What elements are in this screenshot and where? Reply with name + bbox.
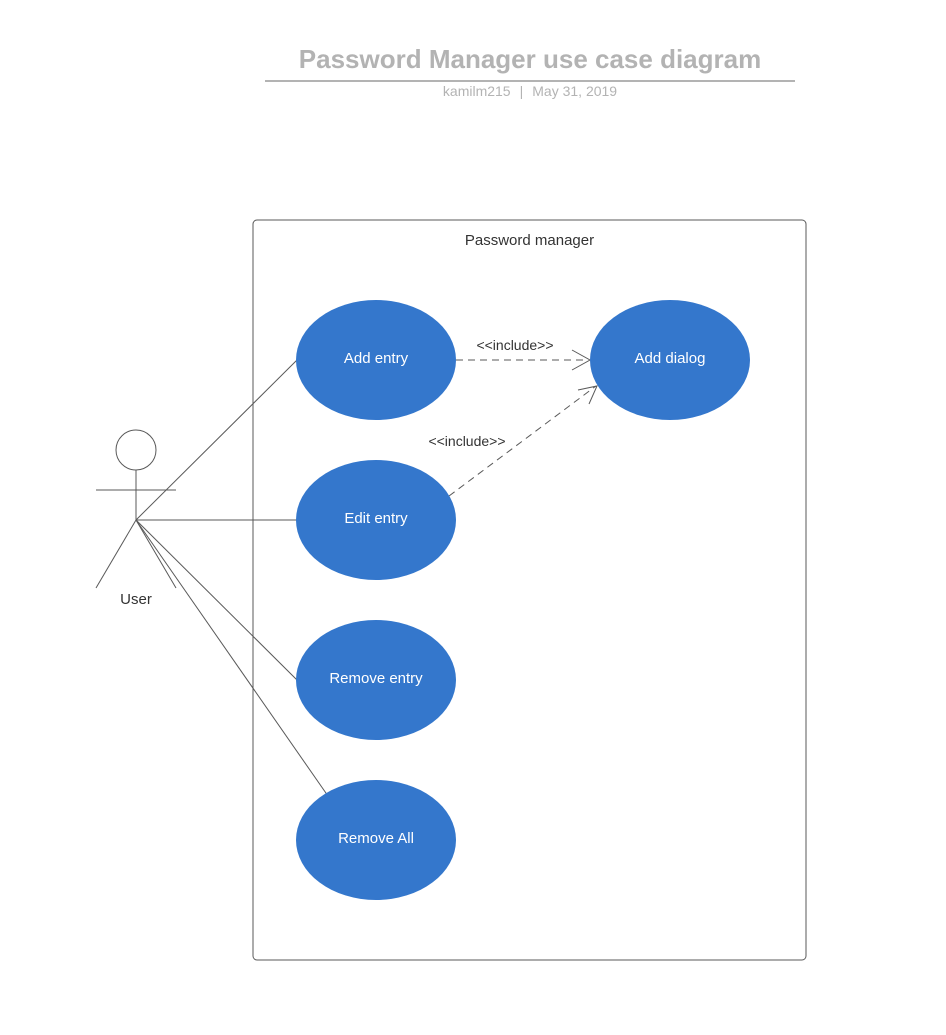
use-case-remove-all[interactable]: Remove All — [296, 780, 456, 900]
include-arrowhead-edit-entry — [577, 385, 598, 405]
diagram-meta: kamilm215 | May 31, 2019 — [265, 82, 795, 100]
include-arrow-edit-entry[interactable] — [448, 385, 597, 497]
use-case-remove-entry-label: Remove entry — [329, 670, 423, 687]
association-remove-all[interactable] — [135, 519, 329, 797]
use-case-remove-entry-shape — [296, 620, 456, 740]
use-case-add-dialog-label: Add dialog — [635, 350, 706, 367]
system-boundary-label: Password manager — [465, 232, 594, 249]
use-case-add-dialog[interactable]: Add dialog — [590, 300, 750, 420]
use-case-edit-entry-label: Edit entry — [344, 510, 408, 527]
include-label-edit-entry: <<include>> — [428, 433, 505, 449]
diagram-title: Password Manager use case diagram — [298, 44, 762, 74]
use-case-edit-entry-shape — [296, 460, 456, 580]
association-add-entry[interactable] — [135, 359, 298, 521]
use-case-remove-all-label: Remove All — [338, 830, 414, 847]
actor-left-leg — [95, 519, 137, 589]
actor-head — [115, 429, 157, 471]
use-case-add-entry-shape — [296, 300, 456, 420]
actor-right-leg — [135, 519, 177, 589]
use-case-remove-all-shape — [296, 780, 456, 900]
title-underline — [265, 80, 795, 82]
diagram-date: May 31, 2019 — [532, 83, 618, 99]
include-label-add-entry: <<include>> — [476, 337, 553, 353]
meta-separator: | — [519, 83, 524, 99]
use-case-edit-entry[interactable]: Edit entry — [296, 460, 456, 580]
use-case-remove-entry[interactable]: Remove entry — [296, 620, 456, 740]
associations — [135, 359, 329, 797]
author-name: kamilm215 — [442, 83, 511, 99]
use-case-add-dialog-shape — [590, 300, 750, 420]
association-remove-entry[interactable] — [135, 519, 298, 681]
use-case-add-entry-label: Add entry — [344, 350, 409, 367]
use-case-add-entry[interactable]: Add entry — [296, 300, 456, 420]
actor-user[interactable] — [95, 429, 177, 589]
actor-label: User — [120, 591, 152, 608]
